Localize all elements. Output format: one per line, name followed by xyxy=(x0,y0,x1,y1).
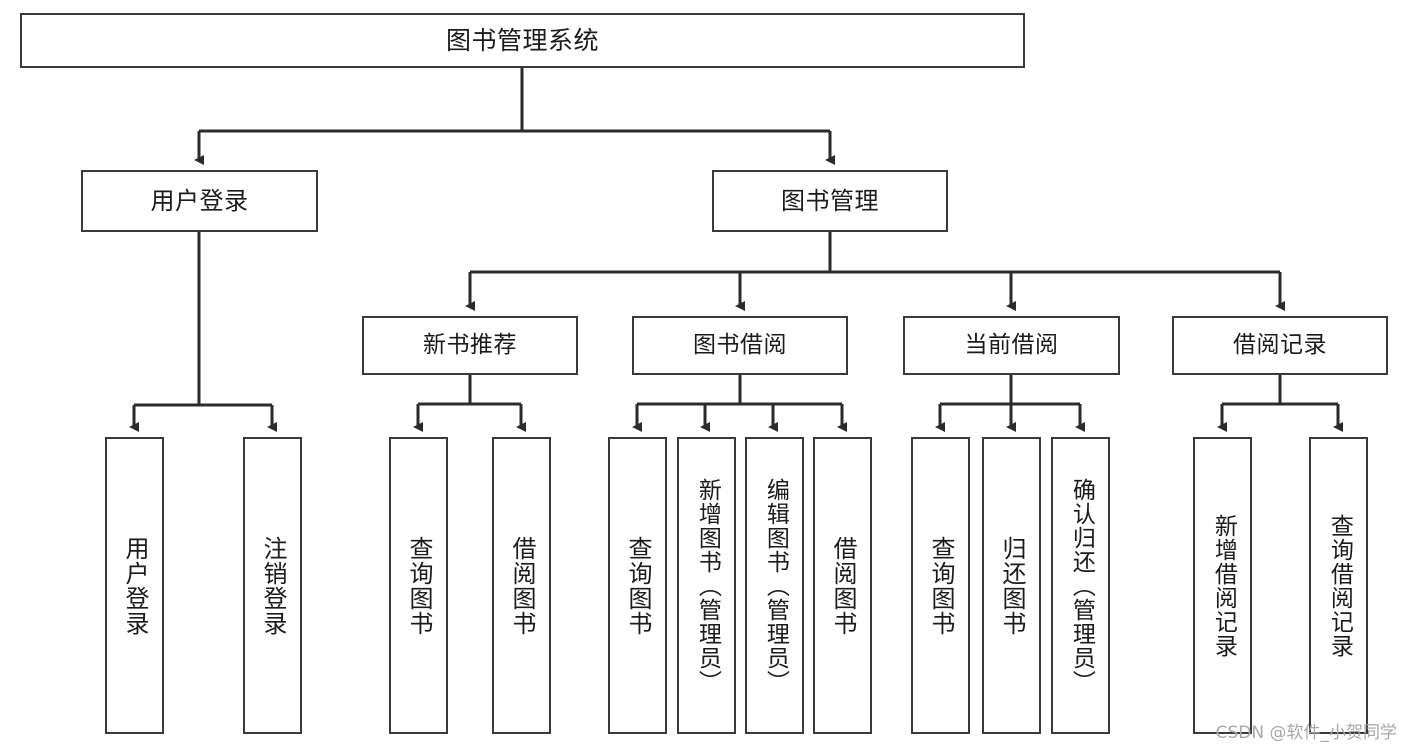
node-book-borrow[interactable]: 图书借阅 xyxy=(632,316,848,375)
node-label: 编辑图书（管理员） xyxy=(762,477,789,694)
leaf-user-login[interactable]: 用户登录 xyxy=(105,437,164,734)
node-label: 查询图书 xyxy=(926,535,955,636)
leaf-edit-book-admin[interactable]: 编辑图书（管理员） xyxy=(745,437,804,734)
node-label: 新书推荐 xyxy=(423,331,517,358)
node-label: 当前借阅 xyxy=(964,331,1059,358)
node-borrow-record[interactable]: 借阅记录 xyxy=(1172,316,1388,375)
leaf-query-book-borrow[interactable]: 查询图书 xyxy=(608,437,667,734)
leaf-add-borrow-record[interactable]: 新增借阅记录 xyxy=(1193,437,1252,734)
node-label: 查询借阅记录 xyxy=(1326,513,1353,658)
leaf-logout-login[interactable]: 注销登录 xyxy=(243,437,302,734)
leaf-add-book-admin[interactable]: 新增图书（管理员） xyxy=(677,437,736,734)
leaf-query-book-recommend[interactable]: 查询图书 xyxy=(389,437,448,734)
node-book-management[interactable]: 图书管理 xyxy=(712,170,948,232)
node-label: 归还图书 xyxy=(997,535,1026,636)
node-label: 借阅记录 xyxy=(1233,331,1327,358)
node-label: 查询图书 xyxy=(623,535,652,636)
leaf-query-book-current[interactable]: 查询图书 xyxy=(911,437,970,734)
node-label: 图书管理 xyxy=(781,186,879,215)
node-label: 用户登录 xyxy=(150,186,249,215)
node-label: 新增借阅记录 xyxy=(1210,513,1237,658)
node-label: 用户登录 xyxy=(120,535,149,636)
node-root-book-management-system[interactable]: 图书管理系统 xyxy=(20,13,1025,68)
leaf-query-borrow-record[interactable]: 查询借阅记录 xyxy=(1309,437,1368,734)
node-user-login[interactable]: 用户登录 xyxy=(81,170,318,232)
node-label: 查询图书 xyxy=(404,535,433,636)
node-label: 借阅图书 xyxy=(828,535,857,636)
leaf-confirm-return-admin[interactable]: 确认归还（管理员） xyxy=(1051,437,1110,734)
watermark-text: CSDN @软件_小贺同学 xyxy=(1215,723,1397,743)
node-label: 确认归还（管理员） xyxy=(1068,477,1095,694)
node-label: 图书管理系统 xyxy=(445,25,599,55)
node-current-borrow[interactable]: 当前借阅 xyxy=(903,316,1120,375)
leaf-borrow-book[interactable]: 借阅图书 xyxy=(813,437,872,734)
node-label: 新增图书（管理员） xyxy=(694,477,721,694)
node-label: 借阅图书 xyxy=(507,535,536,636)
node-new-book-recommend[interactable]: 新书推荐 xyxy=(362,316,578,375)
node-label: 注销登录 xyxy=(258,535,287,636)
leaf-borrow-book-recommend[interactable]: 借阅图书 xyxy=(492,437,551,734)
leaf-return-book[interactable]: 归还图书 xyxy=(982,437,1041,734)
node-label: 图书借阅 xyxy=(693,331,787,358)
